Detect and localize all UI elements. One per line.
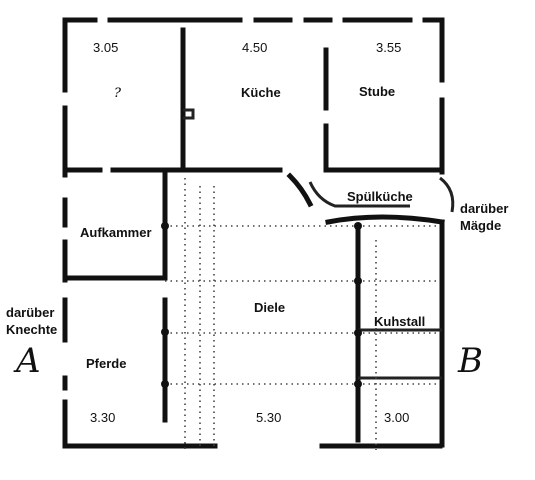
room-kuhstall-label: Kuhstall (374, 314, 426, 329)
section-mark-b: B (458, 341, 483, 381)
note-maegde-line1: darüber (460, 201, 509, 216)
dimension-top-left: 3.05 (93, 40, 119, 55)
note-knechte-line1: darüber (6, 305, 55, 320)
section-mark-a: A (16, 341, 41, 381)
room-unknown-label: ? (114, 86, 121, 101)
posts (161, 222, 362, 388)
dimension-top-middle: 4.50 (242, 40, 268, 55)
dotted-lines (165, 178, 440, 450)
room-aufkammer-label: Aufkammer (80, 225, 152, 240)
dimension-bottom-middle: 5.30 (256, 410, 282, 425)
room-kueche-label: Küche (241, 85, 281, 100)
room-stube-label: Stube (359, 84, 396, 99)
room-spuelkueche-label: Spülküche (347, 189, 413, 204)
note-knechte-line2: Knechte (6, 322, 58, 337)
outer-walls (62, 17, 445, 449)
dimension-bottom-right: 3.00 (384, 410, 410, 425)
dimension-top-right: 3.55 (376, 40, 402, 55)
note-maegde-line2: Mägde (460, 218, 502, 233)
room-diele-label: Diele (254, 300, 286, 315)
room-pferde-label: Pferde (86, 356, 127, 371)
dimension-bottom-left: 3.30 (90, 410, 116, 425)
